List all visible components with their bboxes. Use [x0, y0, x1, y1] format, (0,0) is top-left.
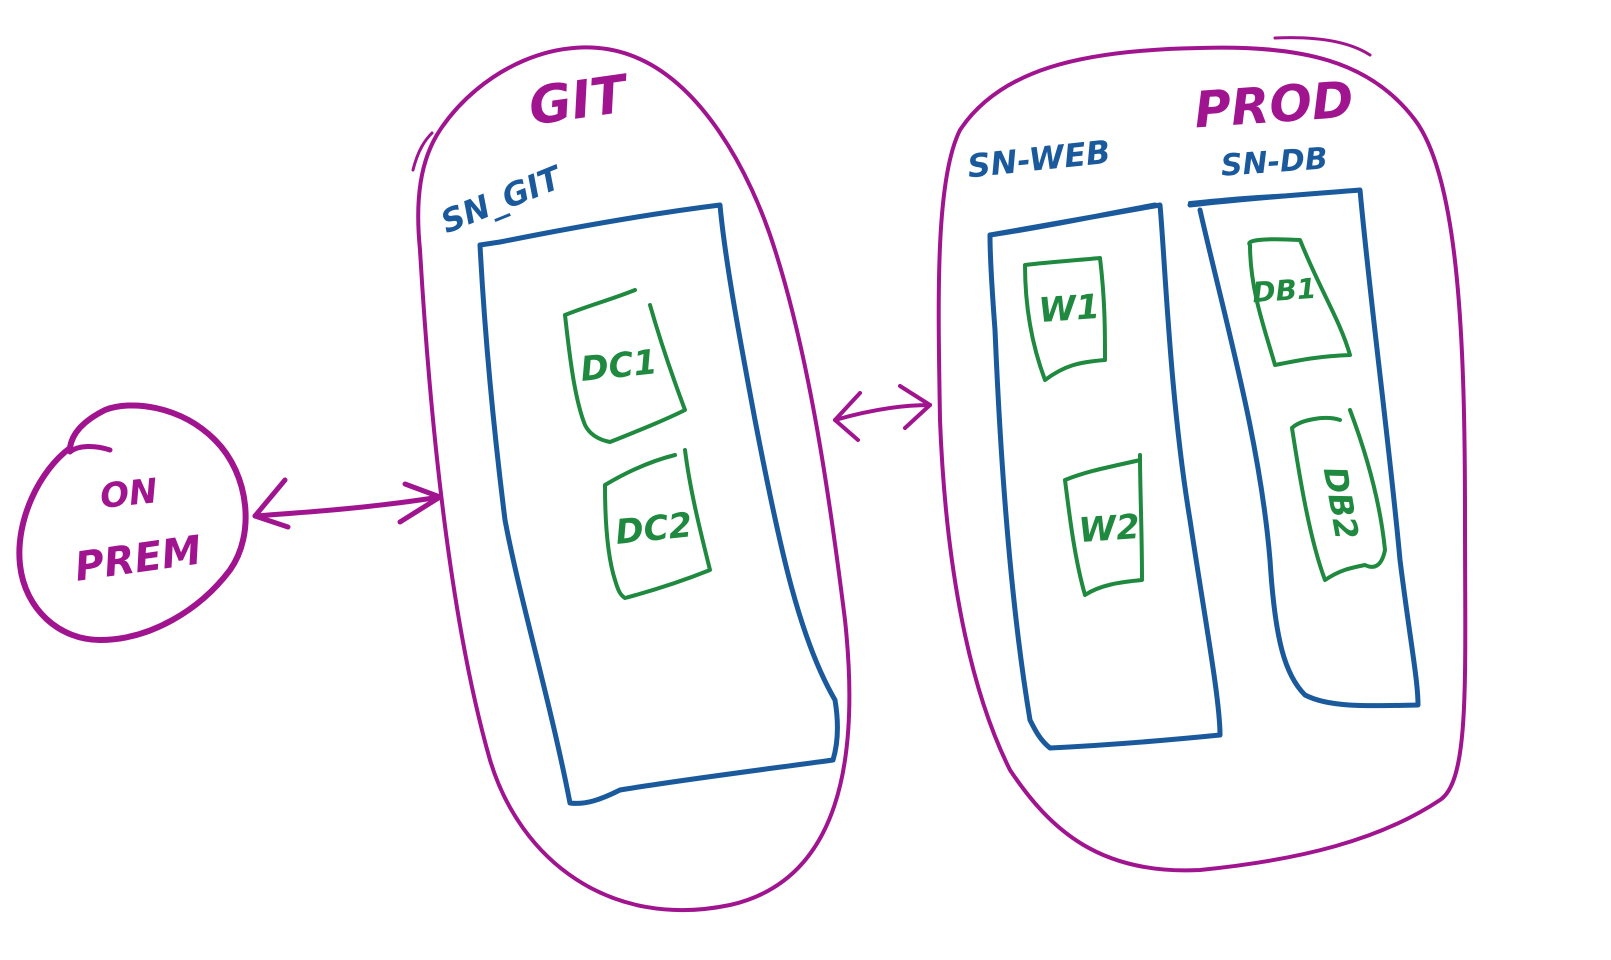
- vm-w1-outline: [1023, 256, 1107, 382]
- onprem-git-connection-arrow: [252, 477, 443, 530]
- onprem-outline: [16, 402, 249, 643]
- vm-dc1: DC1: [563, 288, 687, 444]
- vm-dc1-outline: [563, 288, 687, 444]
- git-subnet: DC1 DC2: [477, 202, 840, 806]
- vm-dc2-label: DC2: [614, 505, 695, 553]
- vm-db2-label: DB2: [1316, 464, 1366, 543]
- vm-db2: DB2: [1290, 408, 1387, 582]
- prod-region: PROD SN-WEB W1 W2 SN-DB DB1: [936, 36, 1468, 873]
- vm-w1-label: W1: [1037, 287, 1101, 331]
- git-prod-connection-arrow: [833, 384, 932, 442]
- onprem-label-line2: PREM: [72, 527, 204, 590]
- db-subnet: DB1 DB2: [1187, 187, 1421, 709]
- web-subnet: W1 W2: [987, 202, 1223, 751]
- db-subnet-outline: [1187, 187, 1421, 709]
- vm-w2: W2: [1063, 453, 1144, 597]
- vm-db1-label: DB1: [1251, 272, 1317, 309]
- prod-region-title: PROD: [1192, 71, 1355, 140]
- web-subnet-outline: [987, 202, 1223, 751]
- vm-dc2: DC2: [603, 448, 712, 600]
- onprem-label-line1: ON: [98, 471, 159, 517]
- vm-db1: DB1: [1247, 237, 1352, 367]
- onprem-node: ON PREM: [16, 402, 249, 643]
- git-subnet-label: SN_GIT: [435, 158, 568, 241]
- vm-dc1-label: DC1: [579, 342, 660, 390]
- git-subnet-outline: [477, 202, 840, 806]
- db-subnet-label: SN-DB: [1220, 141, 1329, 183]
- vm-w1: W1: [1023, 256, 1107, 382]
- prod-region-outline: [936, 45, 1468, 873]
- vm-dc2-outline: [603, 448, 712, 600]
- vm-w2-outline: [1063, 453, 1144, 597]
- web-subnet-label: SN-WEB: [966, 133, 1112, 186]
- git-region-title: GIT: [525, 64, 633, 137]
- git-region: GIT SN_GIT DC1 DC2: [411, 45, 852, 912]
- vm-db2-outline: [1290, 408, 1387, 582]
- vm-db1-outline: [1247, 237, 1352, 367]
- vm-w2-label: W2: [1077, 507, 1141, 551]
- git-region-outline: [416, 45, 852, 912]
- onprem-outline-tail: [67, 444, 113, 455]
